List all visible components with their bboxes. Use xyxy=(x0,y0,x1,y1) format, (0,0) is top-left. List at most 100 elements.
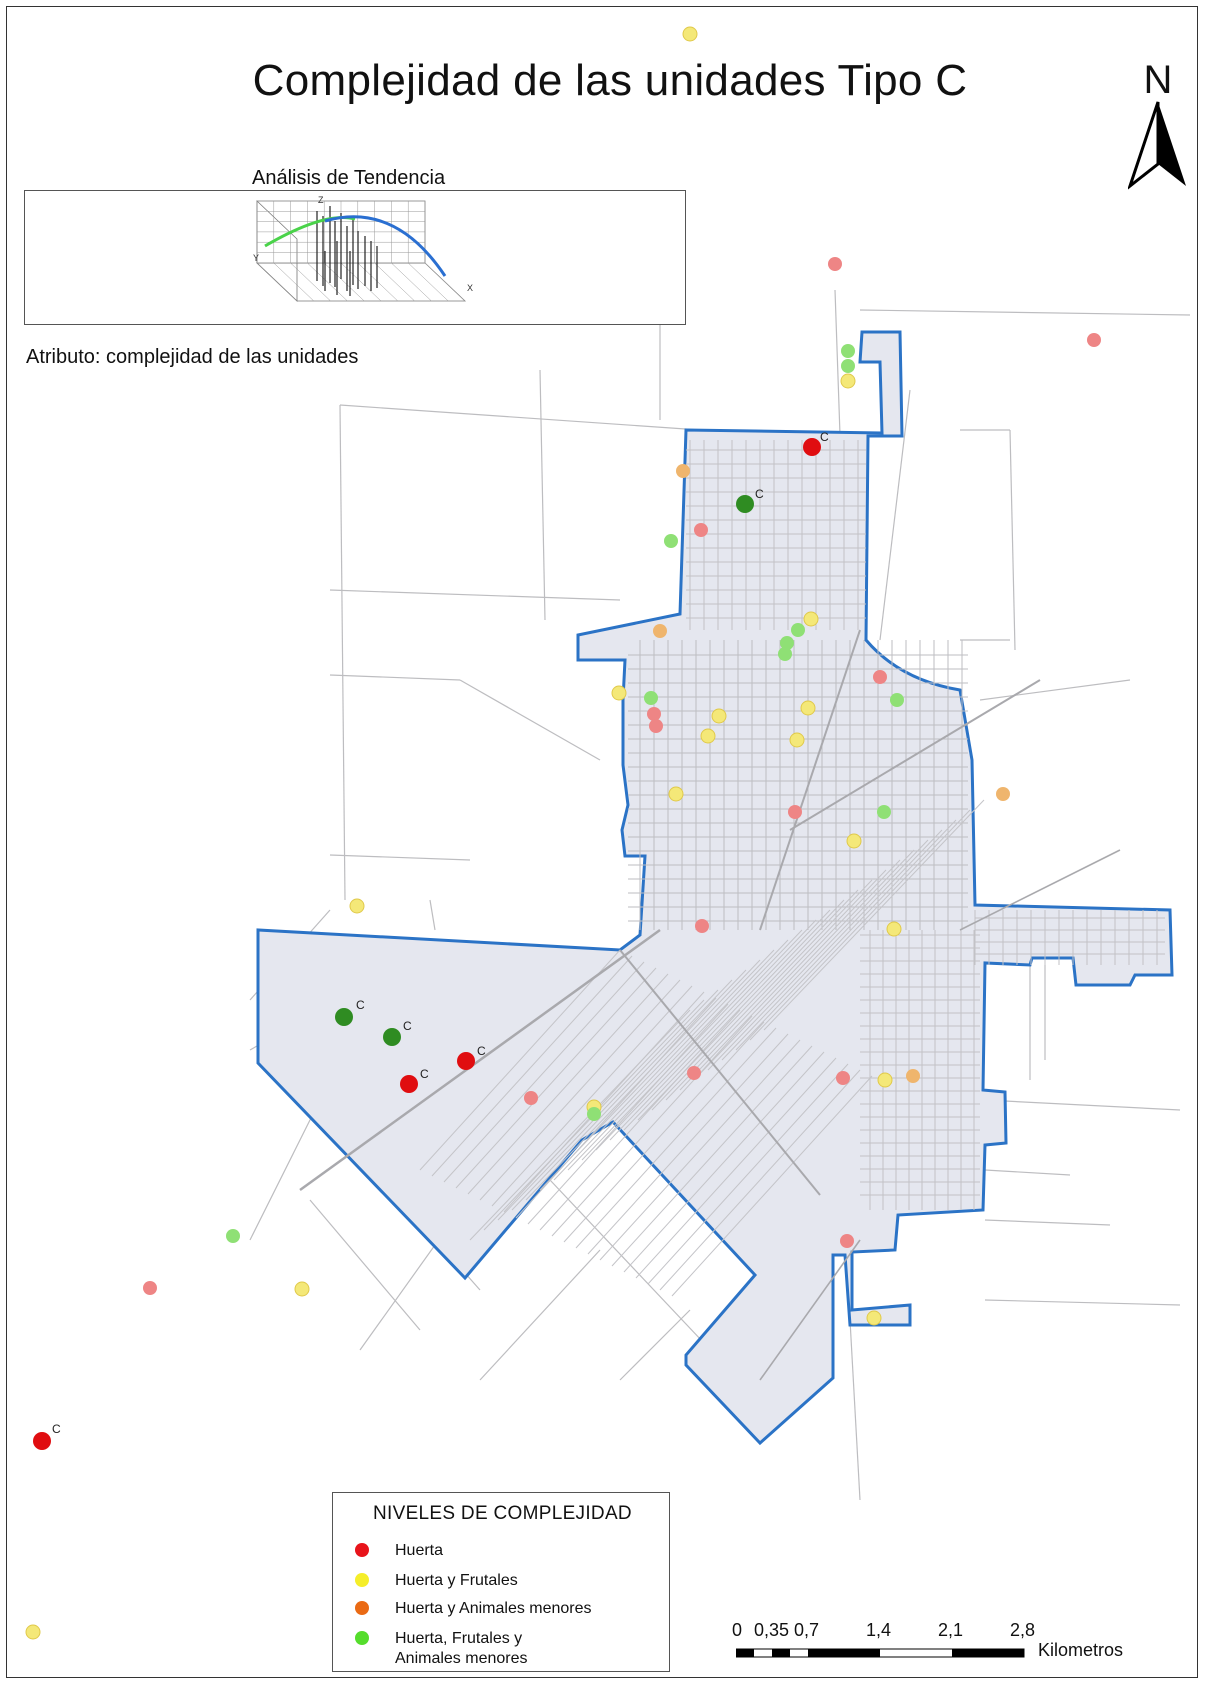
trend-grid-line xyxy=(357,262,398,302)
street xyxy=(859,309,1191,316)
trend-grid-line xyxy=(340,262,382,302)
street xyxy=(563,1021,765,1243)
street xyxy=(299,928,661,1192)
scale-tick: 2,1 xyxy=(938,1620,964,1640)
street xyxy=(419,949,621,1171)
survey-point xyxy=(349,898,365,914)
scale-tick: 0,35 xyxy=(754,1620,790,1640)
survey-points xyxy=(25,26,1101,1640)
survey-point xyxy=(840,373,856,389)
street xyxy=(581,929,803,1161)
street xyxy=(749,809,971,1041)
street xyxy=(679,859,901,1091)
street xyxy=(647,1063,849,1285)
survey-point xyxy=(996,787,1010,801)
survey-point xyxy=(906,1069,920,1083)
survey-point xyxy=(841,344,855,358)
trend-inset-heading: Análisis de Tendencia xyxy=(252,167,446,189)
legend: NIVELES DE COMPLEJIDAD Huerta Huerta y F… xyxy=(332,1492,670,1672)
street xyxy=(339,404,701,431)
survey-point xyxy=(873,670,887,684)
survey-point xyxy=(647,707,661,721)
street xyxy=(984,1299,1181,1306)
survey-point xyxy=(866,1310,882,1326)
legend-label: Huerta y Frutales xyxy=(395,1572,518,1589)
survey-point xyxy=(143,1281,157,1295)
survey-point xyxy=(877,805,891,819)
street xyxy=(309,1199,421,1331)
point-label: C xyxy=(420,1067,429,1081)
survey-point xyxy=(649,719,663,733)
street xyxy=(539,369,546,621)
attribute-note: Atributo: complejidad de las unidades xyxy=(26,346,359,368)
legend-label: Huerta, Frutales y Animales menores xyxy=(395,1630,528,1667)
survey-point xyxy=(700,728,716,744)
legend-swatch-green xyxy=(355,1631,369,1645)
survey-point xyxy=(653,624,667,638)
survey-point xyxy=(788,805,802,819)
legend-title: NIVELES DE COMPLEJIDAD xyxy=(373,1503,632,1524)
survey-point xyxy=(335,1008,353,1026)
street xyxy=(329,854,471,861)
street xyxy=(587,1033,789,1255)
street xyxy=(479,979,681,1201)
survey-point xyxy=(841,359,855,373)
survey-point xyxy=(803,438,821,456)
point-label: C xyxy=(52,1422,61,1436)
trend-grid-line xyxy=(307,262,348,302)
survey-point xyxy=(791,623,805,637)
survey-point xyxy=(33,1432,51,1450)
scale-bar-graphic xyxy=(736,1648,1025,1658)
street xyxy=(834,289,841,436)
street xyxy=(849,1319,861,1501)
legend-swatch-orange xyxy=(355,1601,369,1615)
point-label: C xyxy=(820,430,829,444)
survey-point xyxy=(846,833,862,849)
survey-point xyxy=(383,1028,401,1046)
street xyxy=(595,919,817,1151)
survey-point xyxy=(676,464,690,478)
legend-swatch-yellow xyxy=(355,1573,369,1587)
map-title: Complejidad de las unidades Tipo C xyxy=(252,56,968,105)
point-label: C xyxy=(755,487,764,501)
trend-grid-line xyxy=(256,262,298,302)
street xyxy=(467,973,669,1195)
street xyxy=(503,991,705,1213)
point-label: C xyxy=(356,998,365,1012)
street xyxy=(635,1057,837,1279)
survey-point xyxy=(803,611,819,627)
survey-point xyxy=(457,1052,475,1070)
street xyxy=(959,849,1121,931)
north-label: N xyxy=(1143,58,1173,102)
street xyxy=(789,679,1041,831)
street xyxy=(575,1027,777,1249)
scale-tick: 2,8 xyxy=(1010,1620,1036,1640)
survey-point xyxy=(695,919,709,933)
legend-label: Huerta xyxy=(395,1542,444,1559)
street xyxy=(759,1239,861,1381)
survey-point xyxy=(25,1624,41,1640)
trend-grid-line xyxy=(424,262,466,302)
street xyxy=(637,889,859,1121)
scale-tick: 1,4 xyxy=(866,1620,892,1640)
survey-point xyxy=(294,1281,310,1297)
survey-point xyxy=(694,523,708,537)
point-label: C xyxy=(403,1019,412,1033)
street xyxy=(525,969,747,1201)
street xyxy=(459,679,601,761)
street xyxy=(491,985,693,1207)
street xyxy=(619,1309,691,1381)
street xyxy=(567,939,789,1171)
legend-item-huerta-animales: Huerta y Animales menores xyxy=(355,1599,592,1619)
street xyxy=(511,979,733,1211)
street xyxy=(431,955,633,1177)
scale-unit: Kilometros xyxy=(1038,1640,1124,1660)
street xyxy=(763,799,985,1031)
survey-point xyxy=(668,786,684,802)
trend-grid-line xyxy=(290,262,331,302)
survey-point xyxy=(828,257,842,271)
trend-grid-line xyxy=(374,262,415,302)
survey-point xyxy=(524,1091,538,1105)
